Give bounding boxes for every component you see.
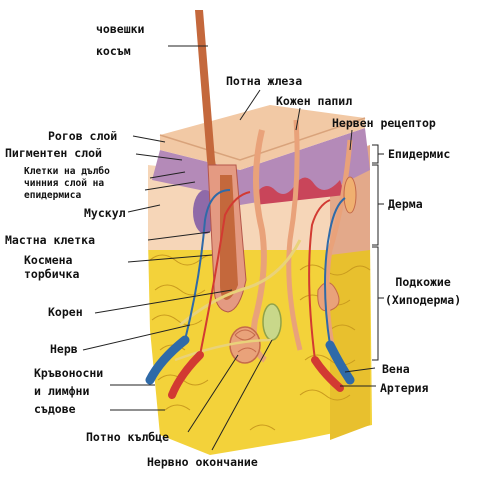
label-root: Корен bbox=[48, 305, 83, 319]
label-follicle: Космена торбичка bbox=[24, 253, 80, 281]
label-nerve-ending: Нервно окончание bbox=[147, 455, 258, 469]
label-vessels: Кръвоносни и лимфни съдове bbox=[34, 366, 104, 416]
artery-right bbox=[311, 356, 344, 392]
label-horny-layer: Рогов слой bbox=[48, 129, 118, 143]
label-skin-papilla: Кожен папил bbox=[276, 94, 353, 108]
artery-left bbox=[168, 351, 204, 399]
sweat-coil bbox=[229, 326, 261, 364]
vein-right bbox=[325, 340, 355, 385]
label-pigment-layer: Пигментен слой bbox=[5, 146, 102, 160]
label-nerve-receptor: Нервен рецептор bbox=[332, 116, 436, 130]
label-fat-cell: Мастна клетка bbox=[5, 233, 96, 247]
label-epidermis: Епидермис bbox=[388, 147, 451, 161]
leader-lines bbox=[82, 45, 376, 451]
label-nerve: Нерв bbox=[50, 342, 78, 356]
label-dermis: Дерма bbox=[388, 197, 423, 211]
label-sweat-coil: Потно кълбце bbox=[86, 430, 170, 444]
label-hypodermis: Подкожие (Хиподерма) bbox=[385, 275, 462, 307]
vein-left bbox=[145, 335, 190, 385]
label-sweat-gland: Потна жлеза bbox=[226, 74, 303, 88]
label-muscle: Мускул bbox=[84, 206, 126, 220]
nerve-corpuscle bbox=[262, 303, 282, 341]
label-artery: Артерия bbox=[380, 381, 429, 395]
hair-shaft bbox=[195, 10, 232, 272]
layer-brackets bbox=[372, 144, 384, 361]
label-deep-cells: Клетки на дълбо чинния слой на епидермис… bbox=[24, 166, 110, 201]
label-hair: човешки косъм bbox=[96, 22, 145, 58]
label-vein: Вена bbox=[382, 362, 410, 376]
